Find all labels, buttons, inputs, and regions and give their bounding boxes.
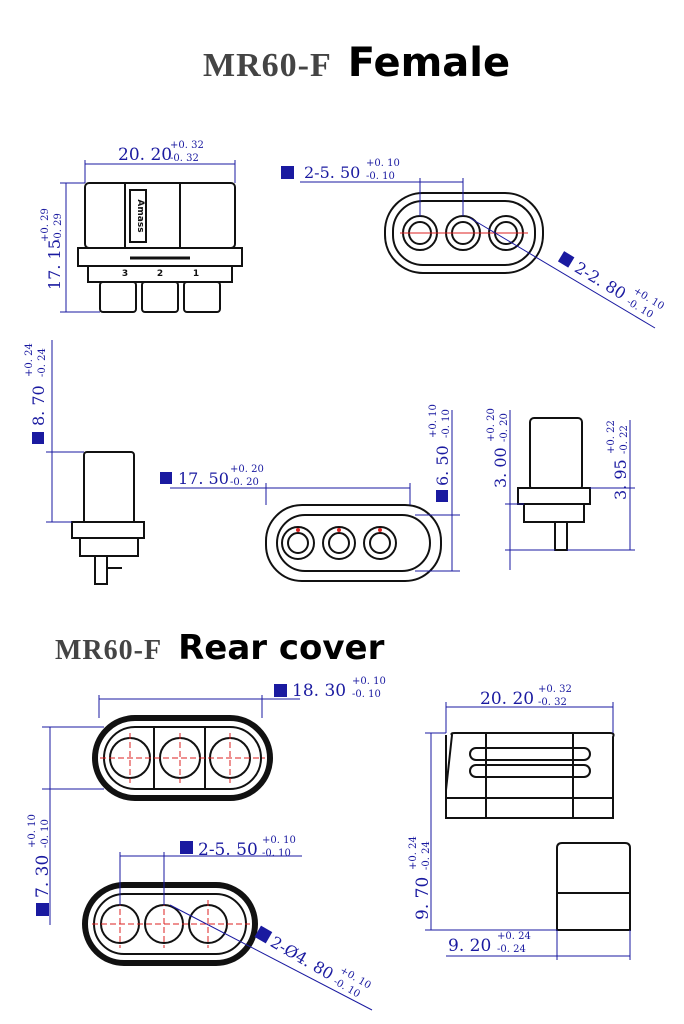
female-title: MR60-F Female — [203, 40, 510, 86]
rear-side-view: 20. 20 +0. 32 -0. 32 — [445, 684, 615, 819]
female-pitch-dim: 2-5. 50 — [304, 163, 360, 182]
rear-title: MR60-F Rear cover — [55, 628, 384, 668]
svg-text:+0. 10: +0. 10 — [262, 835, 296, 846]
svg-text:+0. 10: +0. 10 — [27, 814, 38, 848]
svg-text:+0. 22: +0. 22 — [606, 420, 617, 454]
rear-bottom-view: 2-5. 50 +0. 10 -0. 10 2-Ø4. 80 +0. 10 -0… — [82, 835, 373, 1011]
svg-text:-0. 10: -0. 10 — [352, 689, 381, 700]
svg-text:-0. 20: -0. 20 — [499, 413, 510, 442]
svg-text:+0. 10: +0. 10 — [352, 676, 386, 687]
svg-text:-0. 24: -0. 24 — [421, 841, 432, 870]
rear-model: MR60-F — [55, 635, 163, 666]
pin-number-2: 2 — [157, 269, 163, 279]
pitch-symbol-icon — [281, 166, 294, 179]
svg-text:-0. 10: -0. 10 — [40, 819, 51, 848]
svg-text:-0. 32: -0. 32 — [538, 697, 567, 708]
body-width-dim: 17. 50 — [178, 469, 229, 488]
pin-number-1: 1 — [193, 269, 199, 279]
female-hole-dim: 2-2. 80 — [571, 258, 629, 303]
pin-number-3: 3 — [122, 269, 128, 279]
female-right-view: 3. 00 +0. 20 -0. 20 3. 95 +0. 22 -0. 22 — [486, 408, 635, 570]
female-front-view: Amass 3 2 1 20. 20 +0. 32 -0. 32 17. 15 … — [40, 140, 243, 313]
rear-side-width-dim: 9. 20 — [448, 936, 491, 956]
rear-outer-height-dim: 9. 70 — [413, 877, 433, 920]
svg-text:+0. 10: +0. 10 — [366, 158, 400, 169]
svg-text:-0. 10: -0. 10 — [441, 409, 452, 438]
svg-text:-0. 29: -0. 29 — [53, 213, 64, 242]
svg-text:+0. 32: +0. 32 — [538, 684, 572, 695]
rear-outer-width-dim: 20. 20 — [480, 689, 534, 709]
svg-text:-0. 24: -0. 24 — [497, 944, 526, 955]
rear-name: Rear cover — [178, 628, 385, 668]
body-height-dim: 6. 50 — [433, 445, 452, 486]
rear-end-view: 9. 70 +0. 24 -0. 24 9. 20 +0. 24 -0. 24 — [408, 732, 631, 960]
svg-text:+0. 24: +0. 24 — [24, 343, 35, 377]
female-model: MR60-F — [203, 47, 332, 84]
svg-text:-0. 24: -0. 24 — [37, 348, 48, 377]
svg-text:+0. 10: +0. 10 — [428, 404, 439, 438]
hole-symbol-icon — [557, 251, 575, 268]
svg-text:-0. 10: -0. 10 — [262, 848, 291, 859]
svg-text:-0. 22: -0. 22 — [619, 425, 630, 454]
svg-text:+0. 29: +0. 29 — [40, 208, 51, 242]
female-width-dim: 20. 20 — [118, 145, 172, 165]
side-b-dim: 3. 95 — [611, 459, 630, 500]
svg-text:+0. 24: +0. 24 — [408, 836, 419, 870]
pin-length-dim: 8. 70 — [29, 385, 48, 426]
female-bottom-view: 17. 50 +0. 20 -0. 20 6. 50 +0. 10 -0. 10 — [160, 404, 460, 582]
rear-top-view: 18. 30 +0. 10 -0. 10 7. 30 +0. 10 -0. 10 — [27, 676, 386, 925]
rear-height-dim: 7. 30 — [33, 855, 53, 898]
female-top-view: 2-5. 50 +0. 10 -0. 10 2-2. 80 +0. 10 -0.… — [281, 158, 666, 329]
female-height-dim: 17. 15 — [45, 239, 64, 290]
svg-text:+0. 20: +0. 20 — [230, 464, 264, 475]
brand-mark: Amass — [135, 199, 145, 232]
rear-hole-dim: 2-Ø4. 80 — [267, 932, 337, 983]
svg-text:+0. 20: +0. 20 — [486, 408, 497, 442]
rear-width-dim: 18. 30 — [292, 681, 346, 701]
svg-text:+0. 32: +0. 32 — [170, 140, 204, 151]
svg-text:-0. 32: -0. 32 — [170, 153, 199, 164]
svg-text:+0. 24: +0. 24 — [497, 931, 531, 942]
female-name: Female — [347, 40, 511, 86]
rear-pitch-dim: 2-5. 50 — [198, 840, 258, 860]
side-a-dim: 3. 00 — [491, 447, 510, 488]
svg-text:-0. 20: -0. 20 — [230, 477, 259, 488]
svg-text:-0. 10: -0. 10 — [366, 171, 395, 182]
female-side-view: 8. 70 +0. 24 -0. 24 — [24, 340, 145, 585]
